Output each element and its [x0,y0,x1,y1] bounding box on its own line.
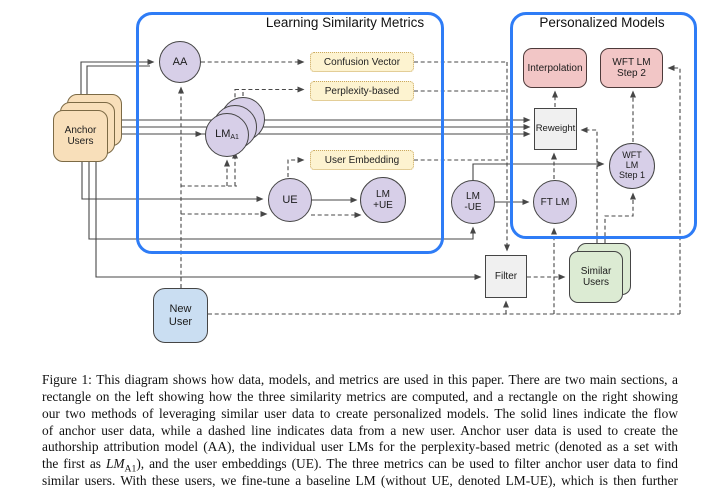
filter-node: Filter [485,255,527,298]
aa-node: AA [159,41,201,83]
wft-lm-step2-node: WFT LM Step 2 [600,48,663,88]
caption-line-1: Figure 1: This diagram shows how data, m… [42,372,678,387]
lm-a1-node: LMA1 [205,113,249,157]
caption-line-4: of anchor user data, while a dashed line… [42,422,678,438]
caption-line-5: authorship attribution model (AA), the i… [42,439,678,455]
caption-line-6: the first as LMA1), and the user embeddi… [42,456,678,475]
lm-plus-ue-node: LM +UE [360,177,406,223]
caption-math-lm: LM [105,456,125,472]
caption-math-sub: A1 [124,463,137,475]
caption-line-2: rectangle on the left showing how the th… [42,388,678,404]
ue-node: UE [268,178,312,222]
user-embedding-metric: User Embedding [310,150,414,170]
ft-lm-node: FT LM [533,180,577,224]
similar-users-node: Similar Users [569,251,623,303]
confusion-vector-metric: Confusion Vector [310,52,414,72]
figure-diagram: Learning Similarity Metrics Personalized… [53,12,697,343]
perplexity-based-metric: Perplexity-based [310,81,414,101]
anchor-users-node: Anchor Users [53,110,108,162]
reweight-node: Reweight [534,108,577,150]
new-user-node: New User [153,288,208,343]
figure-caption: Figure 1: This diagram shows how data, m… [42,372,678,490]
wft-lm-step1-node: WFT LM Step 1 [609,143,655,189]
caption-line-3: our two methods of leveraging similar us… [42,405,678,421]
lm-minus-ue-node: LM -UE [451,180,495,224]
interpolation-node: Interpolation [523,48,587,88]
dashed-connectors [178,59,681,315]
right-section-title: Personalized Models [539,15,665,30]
left-section-title: Learning Similarity Metrics [265,15,425,30]
caption-line-7: similar users. With these users, we fine… [42,473,678,489]
